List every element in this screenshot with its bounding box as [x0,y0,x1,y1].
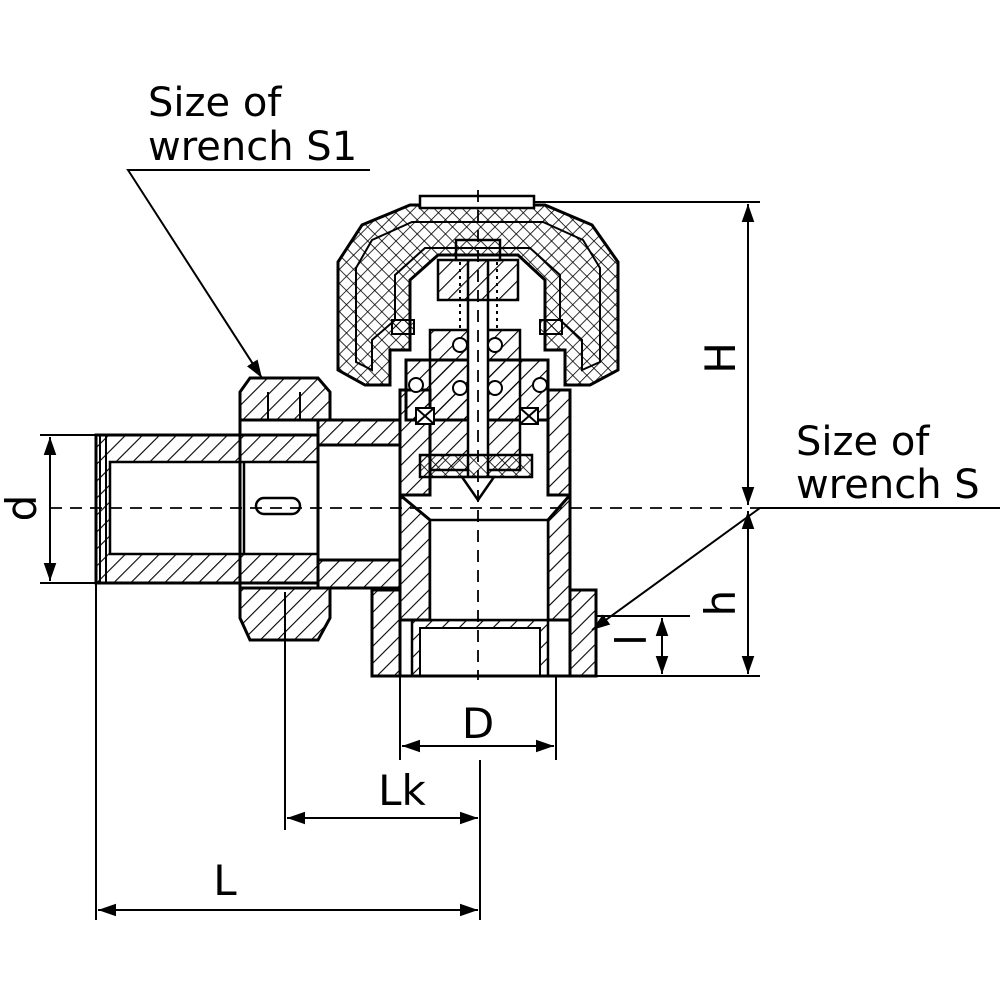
dimension-h-label: h [696,590,745,617]
dimension-H-label: H [696,342,745,374]
wrench-s1-label-line2: wrench S1 [148,124,357,170]
dimension-L-label: L [213,856,237,905]
dimension-D-label: D [462,699,494,748]
connector-pipe [94,433,320,585]
wrench-s-label-line2: wrench S [796,462,980,508]
dimension-l-label: l [607,634,656,646]
wrench-s1-label-line1: Size of [148,80,282,126]
valve-bonnet [404,238,550,503]
dimension-d-label: d [0,495,46,522]
callout-leaders [126,169,1000,631]
valve-cap [336,194,620,387]
union-nut-s1 [238,376,332,642]
dimension-Lk-label: Lk [378,766,426,815]
wrench-s-label-line1: Size of [796,419,930,465]
